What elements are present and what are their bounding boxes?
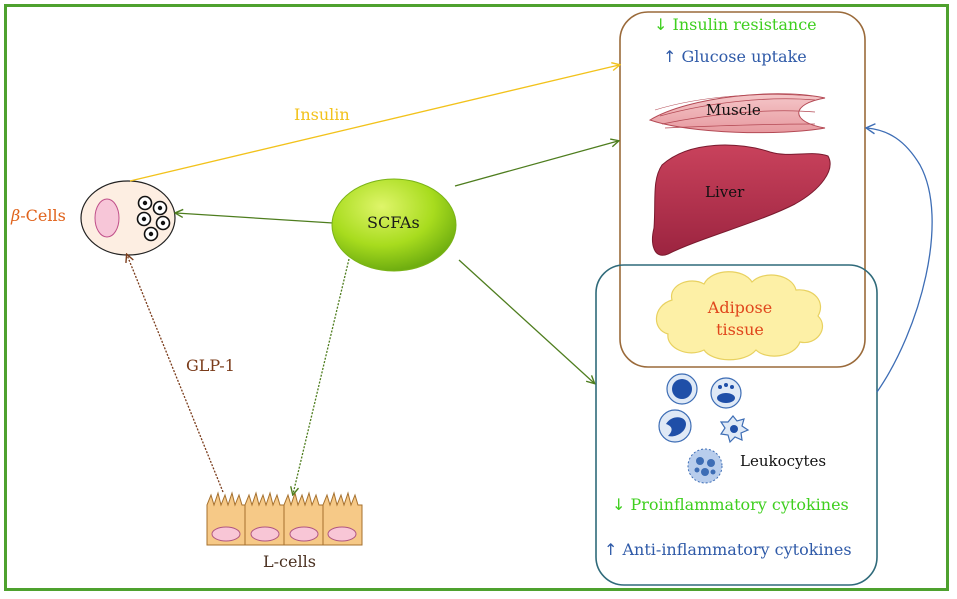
beta-cells-suffix: -Cells [20,206,66,225]
l-cells-icon [206,491,363,546]
anti-inflammatory-effect: ↑ Anti-inflammatory cytokines [604,540,852,559]
scfa-to-l-cells-arrow [293,258,350,494]
adipose-leukocyte-box [595,264,878,586]
muscle-icon [648,93,826,134]
adipose-cloud-icon [655,271,824,361]
liver-icon [652,144,831,256]
adipose-to-muscle-feedback-arrow [864,123,933,393]
muscle-label: Muscle [706,101,761,119]
scfa-label: SCFAs [367,213,420,232]
l-cells-label: L-cells [263,552,316,571]
proinflammatory-text: Proinflammatory cytokines [630,495,849,514]
beta-symbol: β [11,206,21,225]
glucose-uptake-text: Glucose uptake [681,47,807,66]
increase-arrow-icon: ↑ [663,47,677,66]
figure-frame [4,4,949,591]
beta-cell-icon [80,180,176,256]
leukocyte-icons [658,373,750,484]
proinflammatory-effect: ↓ Proinflammatory cytokines [612,495,849,514]
scfa-to-beta-cell-arrow [176,213,334,224]
glp1-label: GLP-1 [186,356,235,375]
decrease-arrow-icon: ↓ [654,15,668,34]
scfa-to-adipose-arrow [458,259,594,383]
adipose-label: Adipose tissue [707,298,773,339]
insulin-label: Insulin [294,105,350,124]
leukocytes-label: Leukocytes [740,452,827,470]
insulin-resistance-text: Insulin resistance [672,15,817,34]
liver-label: Liver [705,183,745,201]
scfa-node [331,178,457,272]
insulin-resistance-effect: ↓ Insulin resistance [654,15,817,34]
glucose-uptake-effect: ↑ Glucose uptake [663,47,807,66]
scfa-to-muscle-arrow [454,141,618,187]
decrease-arrow-icon: ↓ [612,495,626,514]
anti-inflammatory-text: Anti-inflammatory cytokines [622,540,852,559]
glp1-arrow [127,255,224,493]
increase-arrow-icon: ↑ [604,540,618,559]
insulin-arrow [129,65,619,182]
muscle-liver-box [619,11,866,368]
beta-cells-label: β-Cells [11,206,66,225]
